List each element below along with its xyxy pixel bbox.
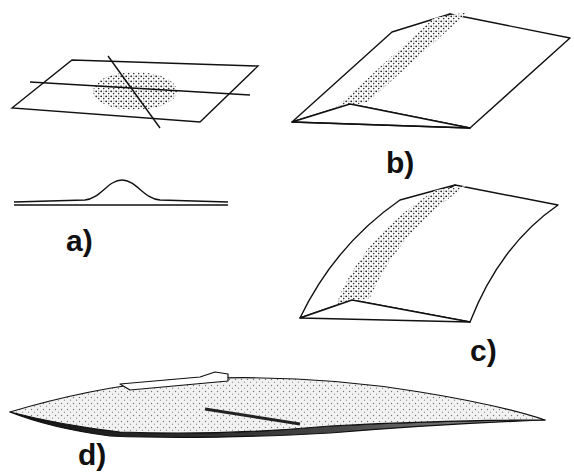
figure-label: b)	[386, 148, 414, 178]
curved-ridge-sheet	[300, 185, 558, 322]
straight-ridge-sheet	[292, 12, 570, 128]
warped-sheet	[10, 372, 545, 437]
figure-label: a)	[66, 226, 93, 256]
bulge-profile	[14, 180, 228, 205]
figure-label: c)	[470, 336, 497, 366]
figure-label: d)	[78, 440, 106, 470]
bulge-plate-top	[12, 56, 258, 128]
